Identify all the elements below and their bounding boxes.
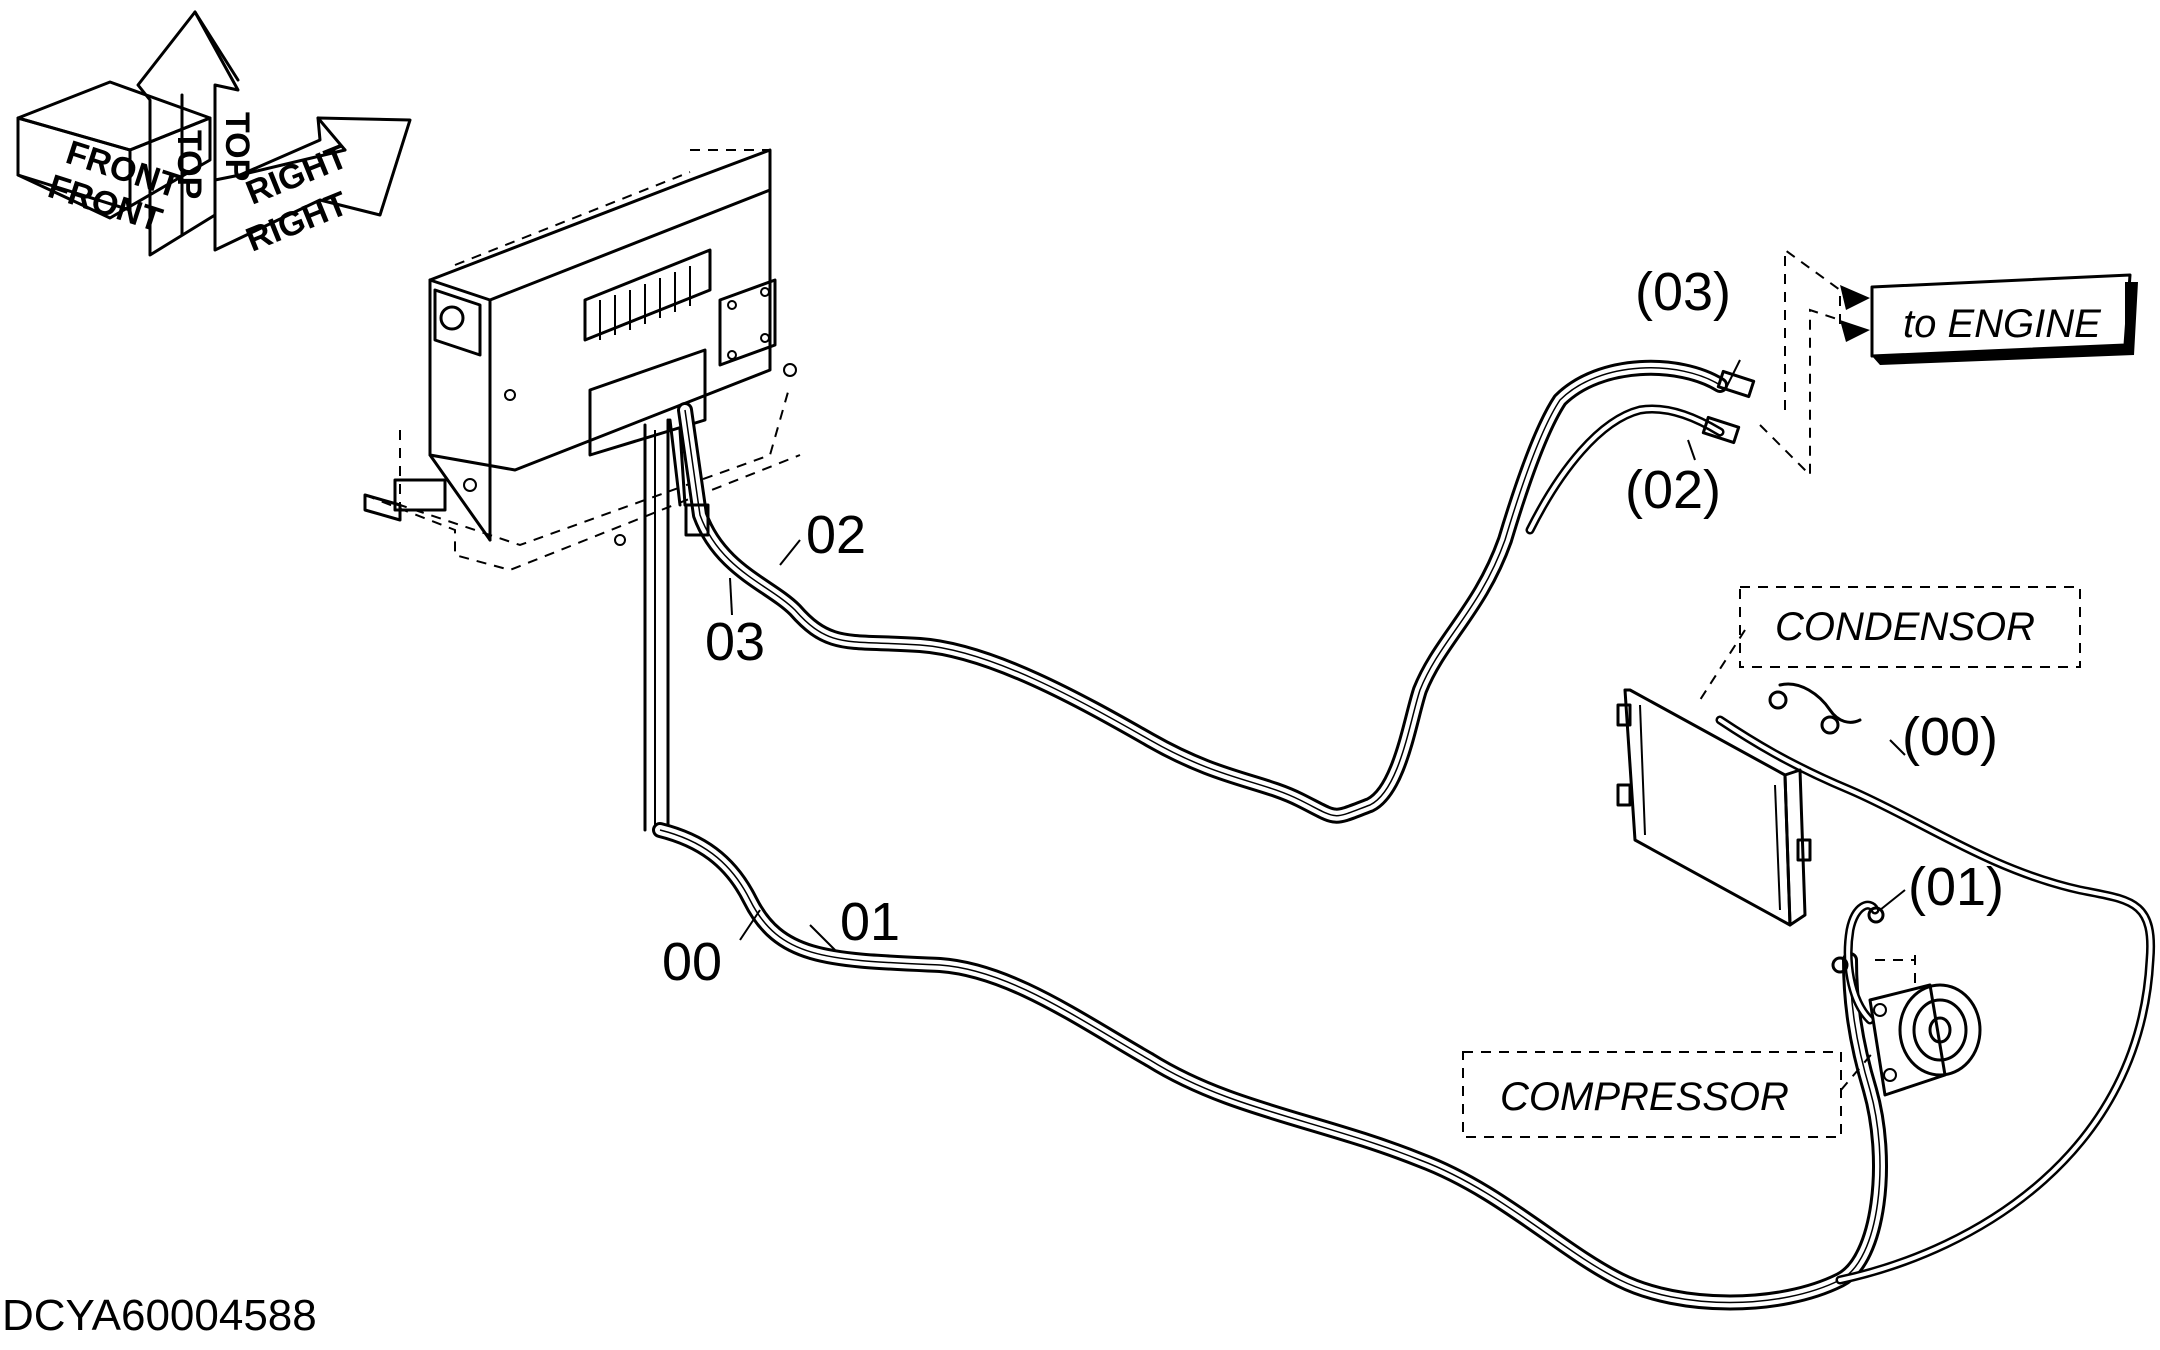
callout-p01: (01) <box>1908 857 2004 917</box>
callout-p02: (02) <box>1625 460 1721 520</box>
callout-03: 03 <box>705 612 765 672</box>
top-arrow-icon: TOP TOP <box>136 10 256 257</box>
document-id: DCYA60004588 <box>2 1291 317 1340</box>
callout-p03: (03) <box>1635 262 1731 322</box>
callout-02: 02 <box>806 505 866 565</box>
condensor-label: CONDENSOR <box>1775 605 2035 649</box>
hose-route-lower <box>643 418 2156 1311</box>
compressor-label: COMPRESSOR <box>1500 1075 1789 1119</box>
callout-p00: (00) <box>1902 707 1998 767</box>
condensor-label-box: CONDENSOR <box>1739 586 2081 668</box>
compressor-unit <box>1831 900 1982 1097</box>
front-arrow-icon: FRONT FRONT <box>16 80 212 240</box>
hose-route-upper <box>668 359 1756 824</box>
top-label-left: TOP <box>170 130 208 199</box>
callout-leaders <box>729 359 1906 951</box>
callout-00: 00 <box>662 932 722 992</box>
orientation-indicator: FRONT FRONT TOP TOP RIGHT RIGHT <box>16 10 412 259</box>
condensor-unit <box>1616 629 1862 927</box>
compressor-label-box: COMPRESSOR <box>1462 1049 1876 1138</box>
engine-label: to ENGINE <box>1903 302 2102 346</box>
to-engine-reference: to ENGINE <box>1759 248 2138 478</box>
hvac-unit-frame <box>363 148 801 572</box>
callout-01: 01 <box>840 892 900 952</box>
